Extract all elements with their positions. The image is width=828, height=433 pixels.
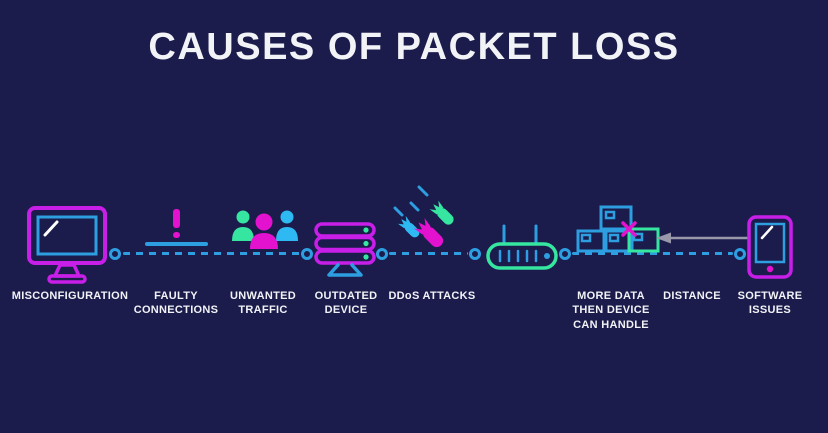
router-icon bbox=[486, 224, 558, 270]
exclamation-icon bbox=[145, 209, 208, 247]
timeline-node bbox=[109, 248, 121, 260]
exclamation-bar bbox=[173, 209, 180, 228]
label-distance: DISTANCE bbox=[663, 290, 721, 302]
page-title: CAUSES OF PACKET LOSS bbox=[148, 26, 680, 68]
timeline-dash-segment bbox=[572, 252, 733, 255]
timeline-node bbox=[469, 248, 481, 260]
server-icon bbox=[314, 222, 376, 278]
timeline-node bbox=[376, 248, 388, 260]
tablet-icon bbox=[747, 215, 793, 279]
label-misconfiguration: MISCONFIGURATION bbox=[11, 290, 129, 302]
monitor-icon bbox=[26, 205, 108, 284]
label-more-data: MORE DATA THEN DEVICE CAN HANDLE bbox=[572, 290, 650, 331]
exclamation-dot bbox=[173, 232, 180, 238]
arrow-left-icon bbox=[654, 230, 752, 246]
bombs-icon bbox=[390, 182, 457, 251]
label-software-issues: SOFTWARE ISSUES bbox=[737, 290, 803, 317]
label-faulty-connections: FAULTY CONNECTIONS bbox=[133, 290, 219, 317]
connection-line bbox=[145, 242, 208, 246]
timeline-node bbox=[301, 248, 313, 260]
timeline-node bbox=[559, 248, 571, 260]
label-ddos-attacks: DDoS ATTACKS bbox=[388, 290, 476, 302]
boxes-icon bbox=[576, 205, 660, 253]
timeline-node bbox=[734, 248, 746, 260]
timeline-dash-segment bbox=[123, 252, 301, 255]
users-icon bbox=[231, 208, 299, 249]
label-unwanted-traffic: UNWANTED TRAFFIC bbox=[230, 290, 296, 317]
label-outdated-device: OUTDATED DEVICE bbox=[314, 290, 378, 317]
timeline-dash-segment bbox=[389, 252, 468, 255]
